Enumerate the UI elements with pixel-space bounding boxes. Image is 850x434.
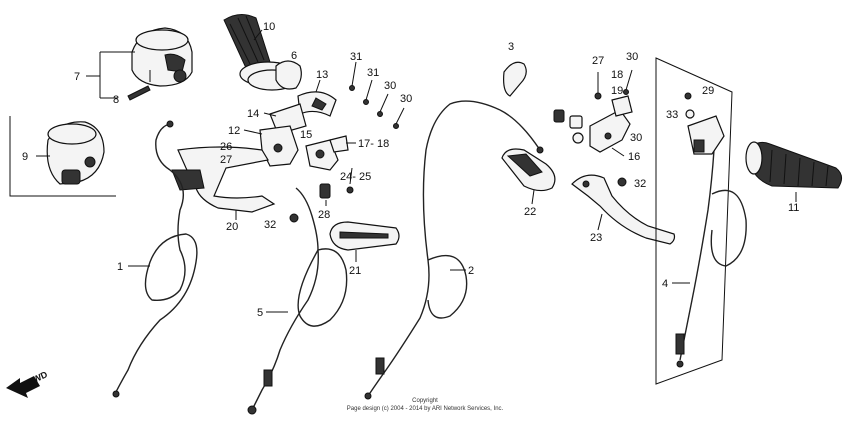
label-16: 16 bbox=[628, 151, 640, 163]
label-30b: 30 bbox=[400, 93, 412, 105]
screw-8 bbox=[127, 85, 151, 101]
nut-32b bbox=[617, 177, 627, 187]
handlebar-grip-11 bbox=[745, 141, 842, 189]
fwd-arrow-icon bbox=[6, 376, 40, 398]
clutch-lever-20 bbox=[171, 146, 276, 213]
switch-right bbox=[687, 115, 725, 155]
screw-31b bbox=[363, 79, 373, 105]
switch-housing-upper bbox=[131, 27, 193, 87]
throttle-housing-13 bbox=[297, 91, 337, 117]
switch-housing-lower bbox=[46, 121, 105, 185]
label-19: 19 bbox=[611, 85, 623, 97]
part-19 bbox=[611, 95, 633, 117]
leader-14 bbox=[263, 112, 277, 117]
label-30a: 30 bbox=[384, 80, 396, 92]
nut-21b bbox=[572, 132, 584, 144]
inset-box bbox=[9, 116, 116, 197]
label-5: 5 bbox=[257, 307, 263, 319]
screw-33 bbox=[685, 109, 695, 119]
leader-12 bbox=[243, 129, 263, 135]
throttle-cable-5 bbox=[247, 187, 348, 415]
label-24-25: 24- 25 bbox=[340, 171, 371, 183]
label-22: 22 bbox=[524, 206, 536, 218]
screw-31a bbox=[349, 61, 357, 91]
label-17-18: 17- 18 bbox=[358, 138, 389, 150]
label-29: 29 bbox=[702, 85, 714, 97]
part-25 bbox=[553, 109, 565, 123]
label-13: 13 bbox=[316, 69, 328, 81]
label-27b: 27 bbox=[592, 55, 604, 67]
label-20: 20 bbox=[226, 221, 238, 233]
label-1: 1 bbox=[117, 261, 123, 273]
label-26: 26 bbox=[220, 141, 232, 153]
bracket-16 bbox=[589, 109, 631, 153]
screw-29 bbox=[684, 92, 692, 100]
brake-lever-23 bbox=[571, 174, 676, 245]
part-27c bbox=[569, 115, 583, 129]
label-12: 12 bbox=[228, 125, 240, 137]
label-11: 11 bbox=[788, 202, 799, 214]
label-6: 6 bbox=[291, 50, 297, 62]
lever-cover-21 bbox=[329, 221, 400, 251]
label-27a: 27 bbox=[220, 154, 232, 166]
label-7: 7 bbox=[74, 71, 80, 83]
label-10: 10 bbox=[263, 21, 275, 33]
leader-22 bbox=[531, 189, 535, 205]
leader-13 bbox=[315, 79, 321, 93]
inset-box-right bbox=[655, 57, 733, 385]
cable-4 bbox=[675, 149, 747, 368]
label-18: 18 bbox=[611, 69, 623, 81]
screw-27b bbox=[594, 72, 602, 100]
label-14: 14 bbox=[247, 108, 259, 120]
leader-23 bbox=[597, 213, 603, 231]
label-3: 3 bbox=[508, 41, 514, 53]
part-17-18 bbox=[329, 135, 349, 153]
nut-32a bbox=[289, 213, 299, 223]
screw-30a bbox=[377, 93, 389, 117]
clip-3 bbox=[503, 61, 527, 97]
label-15: 15 bbox=[300, 129, 312, 141]
pulley-6 bbox=[275, 60, 302, 90]
label-4: 4 bbox=[662, 278, 668, 290]
label-8: 8 bbox=[113, 94, 119, 106]
label-31a: 31 bbox=[350, 51, 362, 63]
screw-24-25 bbox=[346, 167, 354, 194]
label-32a: 32 bbox=[264, 219, 276, 231]
label-30c: 30 bbox=[626, 51, 638, 63]
label-9: 9 bbox=[22, 151, 28, 163]
lever-pivot-15 bbox=[305, 139, 339, 171]
label-28: 28 bbox=[318, 209, 330, 221]
label-31b: 31 bbox=[367, 67, 379, 79]
copyright-line-2: Page design (c) 2004 - 2014 by ARI Netwo… bbox=[347, 406, 504, 412]
label-2: 2 bbox=[468, 265, 474, 277]
throttle-housing-14 bbox=[269, 103, 307, 135]
screw-30c bbox=[623, 69, 633, 95]
copyright-line-1: Copyright bbox=[412, 398, 438, 404]
clutch-cable-1 bbox=[112, 120, 198, 398]
label-23: 23 bbox=[590, 232, 602, 244]
leader-16 bbox=[611, 147, 625, 157]
adjuster-28 bbox=[319, 183, 331, 199]
screw-30b bbox=[393, 107, 405, 129]
label-30d: 30 bbox=[630, 132, 642, 144]
cable-2 bbox=[364, 100, 544, 400]
label-33: 33 bbox=[666, 109, 678, 121]
label-21: 21 bbox=[349, 265, 361, 277]
label-32b: 32 bbox=[634, 178, 646, 190]
leader-10 bbox=[253, 29, 263, 41]
lever-cover-22 bbox=[501, 148, 556, 192]
